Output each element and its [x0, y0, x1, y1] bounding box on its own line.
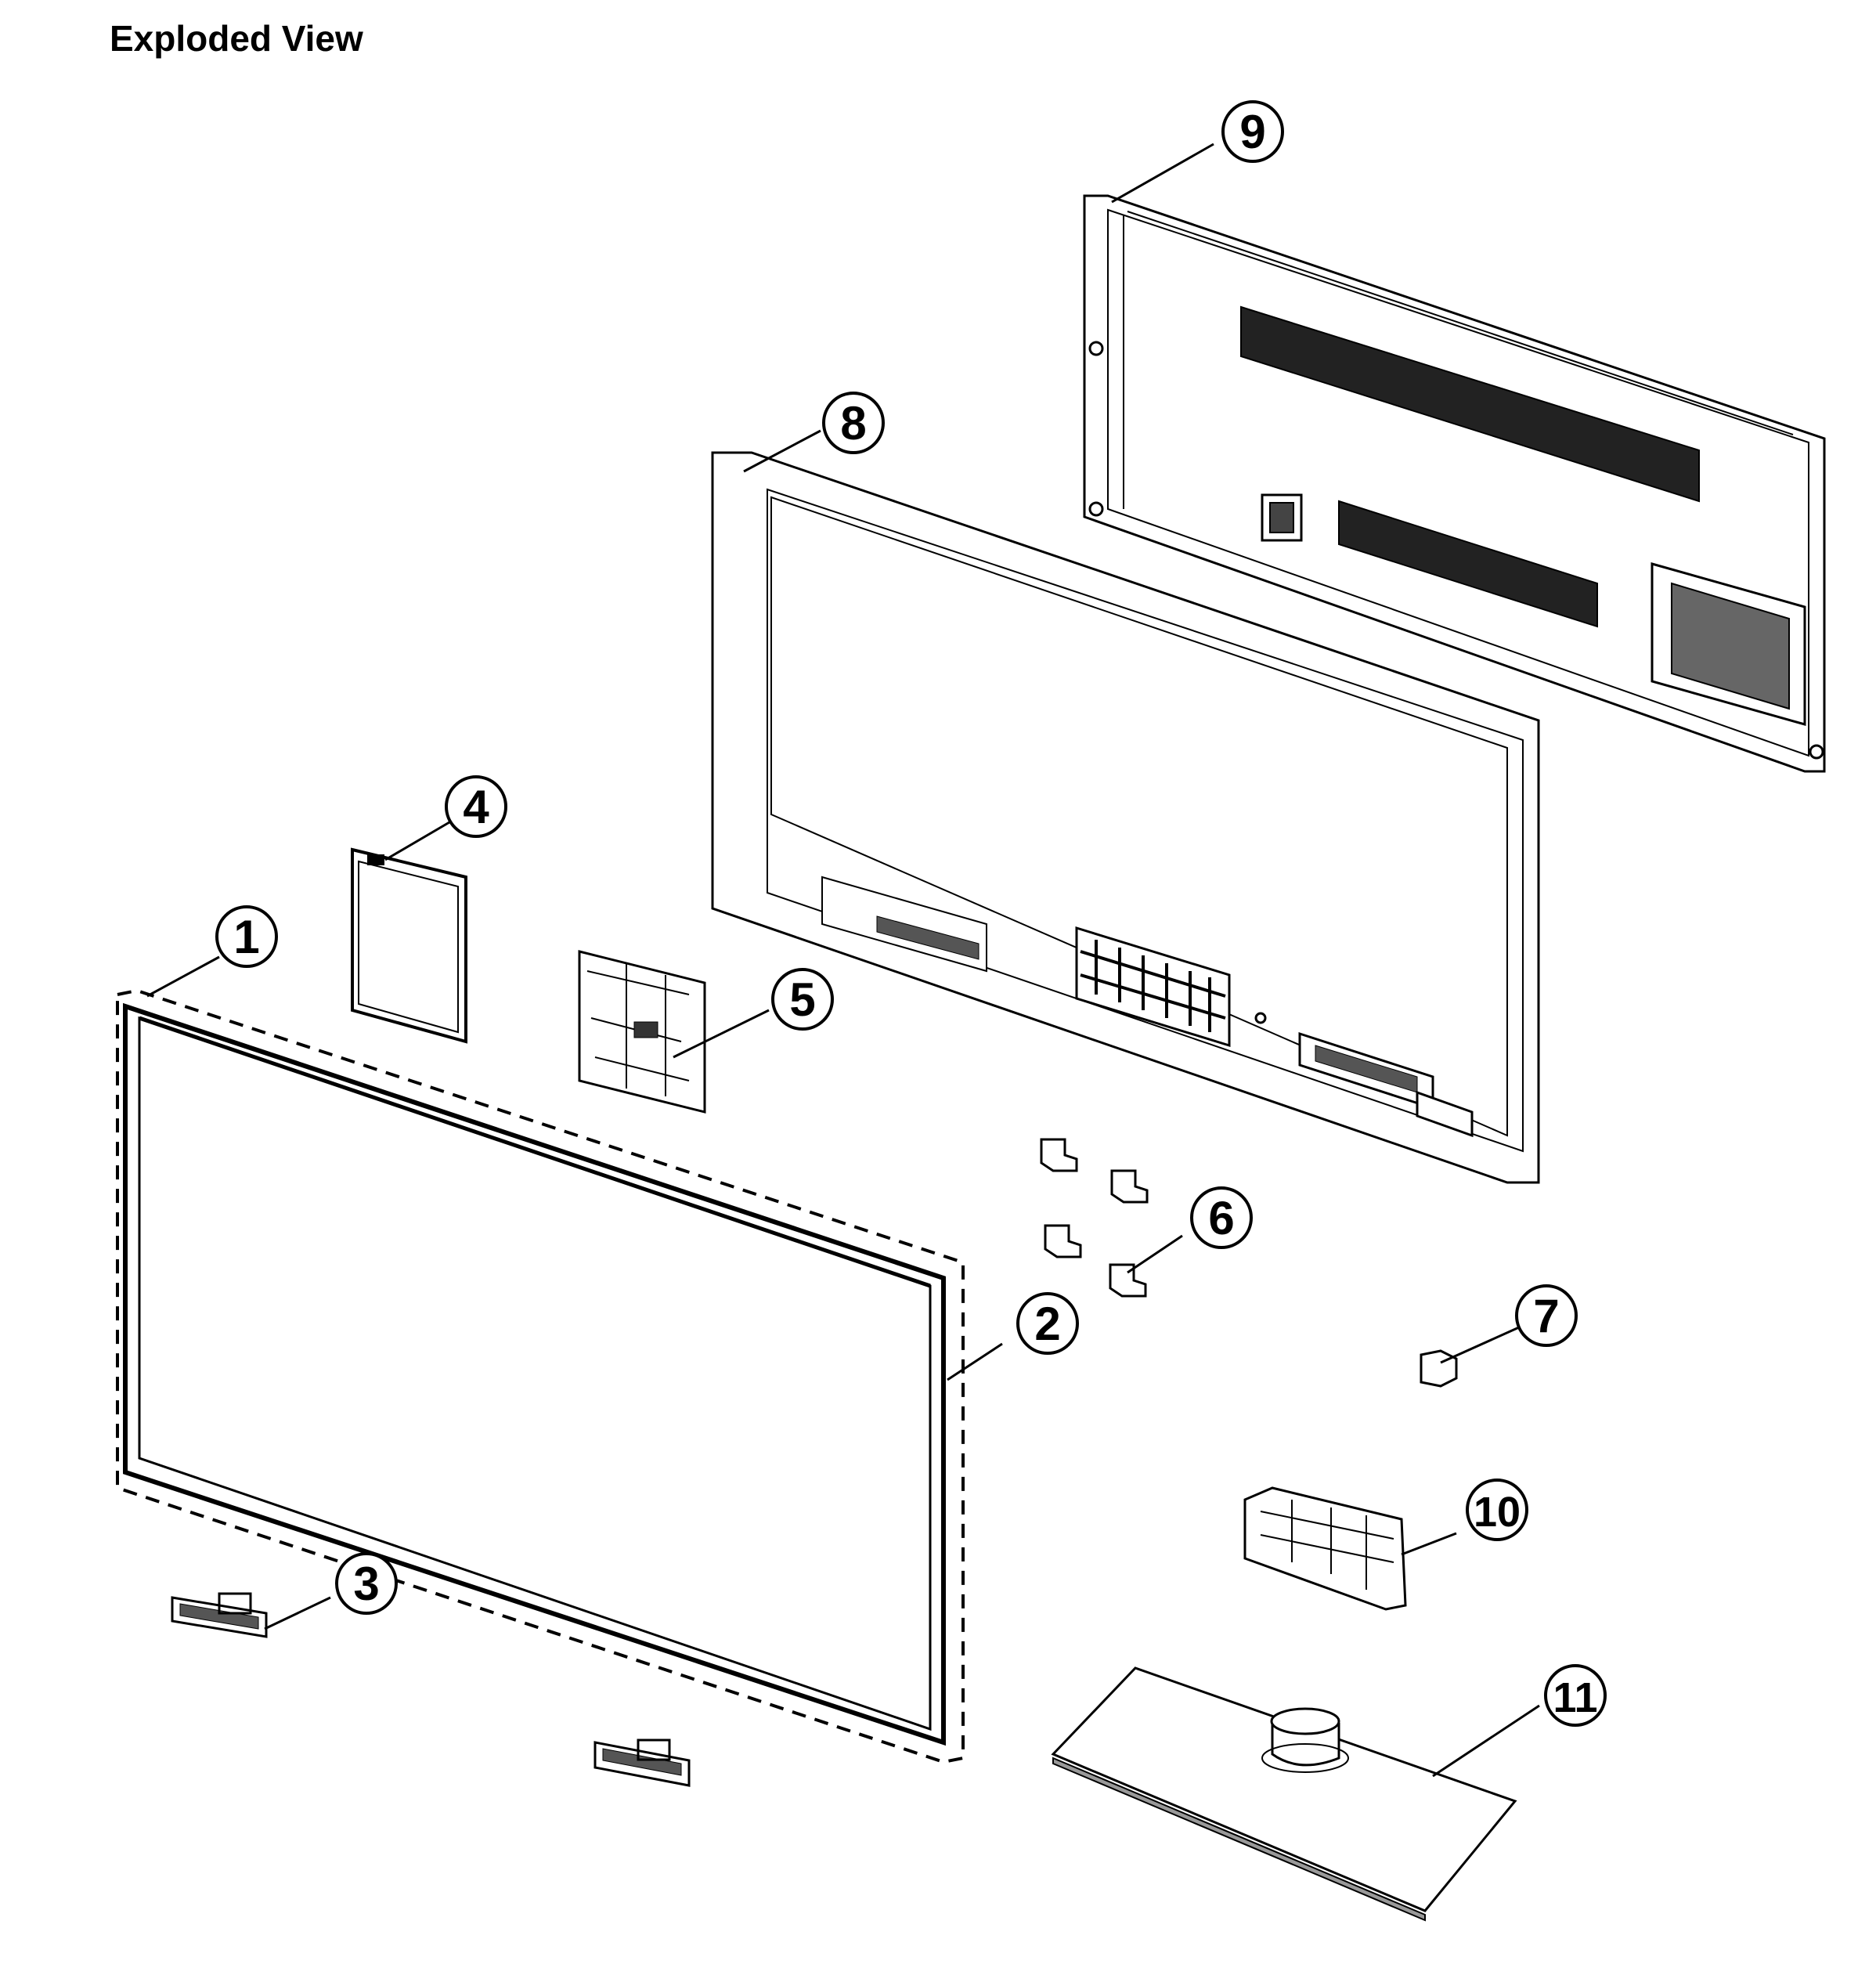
callout-6: 6 [1190, 1186, 1253, 1249]
callout-label: 2 [1034, 1298, 1060, 1350]
callout-2: 2 [1016, 1292, 1079, 1355]
callout-label: 9 [1239, 106, 1265, 158]
callout-label: 7 [1533, 1290, 1559, 1342]
callout-circle [822, 392, 885, 454]
callout-circle [1515, 1284, 1578, 1347]
callout-circle [1221, 100, 1284, 163]
callout-group: 1 2 3 4 5 6 7 8 9 10 11 [215, 100, 1607, 1727]
callout-label: 11 [1553, 1674, 1597, 1721]
callout-circle [1544, 1664, 1607, 1727]
callout-label: 6 [1208, 1192, 1234, 1244]
callout-8: 8 [822, 392, 885, 454]
callout-circle [445, 775, 507, 838]
callout-label: 5 [789, 973, 815, 1026]
middle-frame-drawing [711, 451, 1540, 1184]
leader-lines [146, 143, 1540, 1778]
stand-base-drawing [1051, 1666, 1517, 1922]
stand-neck-drawing [1243, 1486, 1407, 1611]
lcd-panel-drawing [123, 1002, 946, 1746]
callout-label: 4 [463, 781, 489, 833]
main-board-drawing [578, 950, 706, 1114]
callout-circle [215, 905, 278, 968]
callout-9: 9 [1221, 100, 1284, 163]
speaker-right-drawing [593, 1739, 691, 1787]
callout-7: 7 [1515, 1284, 1578, 1347]
callout-circle [1190, 1186, 1253, 1249]
callout-11: 11 [1544, 1664, 1607, 1727]
callout-circle [335, 1552, 398, 1615]
bracket-clips-drawing [1040, 1138, 1149, 1298]
callout-label: 10 [1474, 1489, 1521, 1536]
callout-circle [1016, 1292, 1079, 1355]
callout-label: 1 [233, 911, 259, 963]
callout-10: 10 [1466, 1479, 1528, 1541]
callout-circle [771, 968, 834, 1031]
rear-cover-drawing [1083, 194, 1826, 773]
power-board-drawing [351, 847, 467, 1044]
callout-5: 5 [771, 968, 834, 1031]
callout-circle [1466, 1479, 1528, 1541]
callout-4: 4 [445, 775, 507, 838]
speaker-left-drawing [171, 1592, 268, 1638]
callout-1: 1 [215, 905, 278, 968]
callout-label: 3 [353, 1558, 379, 1610]
callout-label: 8 [840, 397, 866, 450]
page-title: Exploded View [110, 18, 363, 59]
small-bracket-drawing [1420, 1349, 1458, 1388]
callout-3: 3 [335, 1552, 398, 1615]
